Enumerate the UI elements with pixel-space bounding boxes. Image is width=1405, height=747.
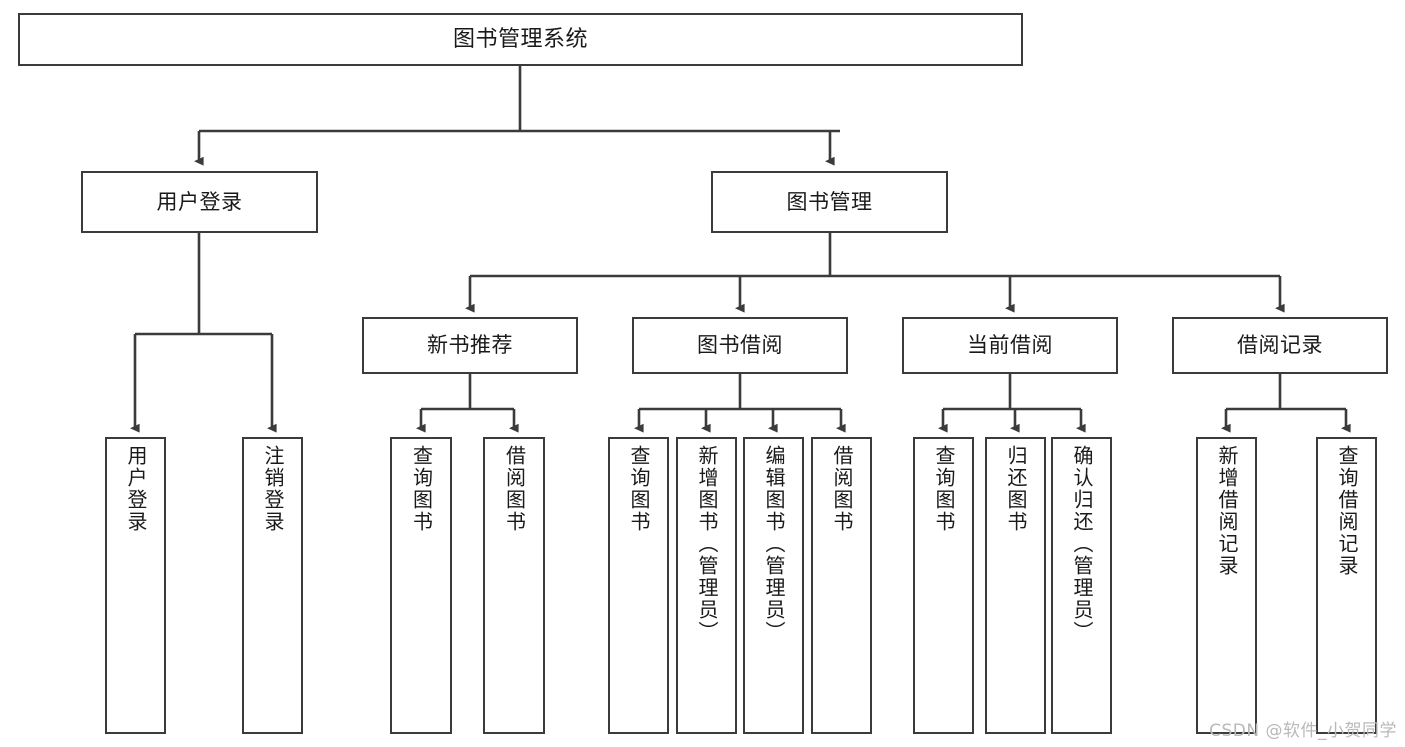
leaf-current-borrow-query-book[interactable]: 查询图书: [913, 437, 974, 734]
node-book-management[interactable]: 图书管理: [711, 171, 948, 233]
node-label: 用户登录: [156, 189, 243, 214]
node-new-book-recommend[interactable]: 新书推荐: [362, 317, 578, 374]
node-label: 注销登录: [261, 445, 285, 533]
node-label: 查询图书: [627, 445, 651, 533]
node-label: 新增图书（管理员）: [695, 445, 719, 643]
leaf-borrow-records-query-record[interactable]: 查询借阅记录: [1316, 437, 1377, 734]
node-user-login[interactable]: 用户登录: [81, 171, 318, 233]
node-label: 图书借阅: [697, 333, 783, 358]
leaf-book-borrow-borrow-book[interactable]: 借阅图书: [811, 437, 872, 734]
leaf-new-book-borrow-book[interactable]: 借阅图书: [483, 437, 545, 734]
node-label: 查询借阅记录: [1335, 445, 1359, 577]
leaf-new-book-query-book[interactable]: 查询图书: [390, 437, 452, 734]
node-label: 图书管理系统: [452, 26, 588, 52]
node-label: 归还图书: [1004, 445, 1028, 533]
node-current-borrow[interactable]: 当前借阅: [902, 317, 1118, 374]
leaf-current-borrow-return-book[interactable]: 归还图书: [985, 437, 1046, 734]
node-label: 借阅记录: [1237, 333, 1323, 358]
node-label: 查询图书: [409, 445, 434, 533]
leaf-current-borrow-confirm-return-admin[interactable]: 确认归还（管理员）: [1051, 437, 1112, 734]
csdn-watermark: CSDN @软件_小贺同学: [1209, 721, 1397, 741]
node-label: 查询图书: [932, 445, 956, 533]
leaf-user-login-login[interactable]: 用户登录: [105, 437, 166, 734]
leaf-book-borrow-edit-book-admin[interactable]: 编辑图书（管理员）: [743, 437, 804, 734]
node-root-library-management-system[interactable]: 图书管理系统: [18, 13, 1023, 66]
leaf-borrow-records-add-record[interactable]: 新增借阅记录: [1196, 437, 1257, 734]
leaf-book-borrow-add-book-admin[interactable]: 新增图书（管理员）: [676, 437, 737, 734]
node-label: 借阅图书: [830, 445, 854, 533]
leaf-book-borrow-query-book[interactable]: 查询图书: [608, 437, 669, 734]
leaf-user-login-logout[interactable]: 注销登录: [242, 437, 303, 734]
node-label: 用户登录: [124, 445, 148, 533]
node-book-borrow[interactable]: 图书借阅: [632, 317, 848, 374]
node-label: 确认归还（管理员）: [1070, 445, 1094, 643]
node-label: 新增借阅记录: [1215, 445, 1239, 577]
node-label: 编辑图书（管理员）: [762, 445, 786, 643]
node-label: 当前借阅: [967, 333, 1053, 358]
node-borrow-records[interactable]: 借阅记录: [1172, 317, 1388, 374]
node-label: 新书推荐: [427, 333, 513, 358]
node-label: 图书管理: [786, 189, 873, 214]
node-label: 借阅图书: [502, 445, 527, 533]
